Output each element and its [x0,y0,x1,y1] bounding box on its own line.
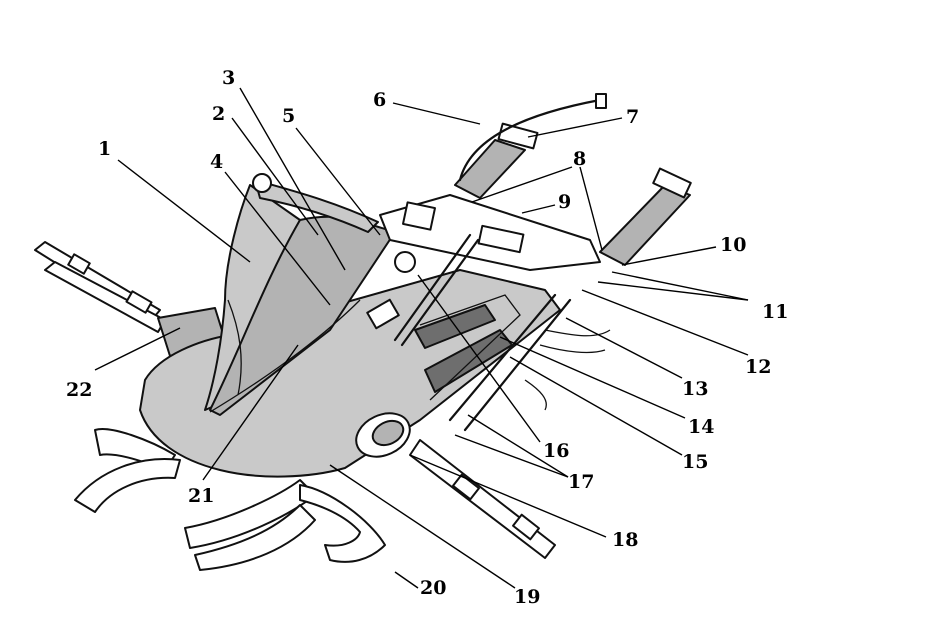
lower-right-strap [409,439,556,559]
strap-buckle-right-2 [512,513,540,541]
connector-10 [652,167,692,199]
harness-illustration [34,93,692,571]
leader-8b [579,166,603,251]
plate-9 [477,224,525,254]
cable-6 [458,98,602,182]
cable-end-6 [595,93,607,109]
leader-15 [509,356,683,456]
leader-10 [621,246,717,266]
callout-20: 20 [420,577,446,599]
callout-15: 15 [682,451,708,473]
leader-6 [392,102,481,125]
callout-3: 3 [222,67,235,89]
leader-13 [565,317,683,379]
callout-6: 6 [373,89,386,111]
leader-12 [581,289,749,356]
callout-17: 17 [568,471,594,493]
leader-17a [467,414,569,478]
leader-5 [295,127,381,236]
shoulder-strap-10 [599,184,691,266]
callout-10: 10 [720,234,746,256]
callout-14: 14 [688,416,714,438]
leader-lines [94,87,749,589]
leader-14 [499,336,686,419]
leader-11b [597,281,749,301]
connector-7 [497,122,539,150]
leader-18 [409,454,607,538]
leader-22 [94,327,181,371]
callout-1: 1 [98,138,111,160]
callout-12: 12 [745,356,771,378]
leader-21 [202,344,299,481]
leader-19 [329,464,516,589]
callout-4: 4 [210,151,223,173]
callout-9: 9 [558,191,571,213]
callout-13: 13 [682,378,708,400]
cable-channel-16b [400,238,480,347]
callout-16: 16 [543,440,569,462]
strap-buckle-left [67,253,91,275]
leader-4 [224,171,331,306]
channel-clip [366,298,400,330]
leader-7 [527,117,623,138]
pocket-frame [419,294,521,401]
eyelet-4 [252,173,272,193]
side-rail-12 [448,293,557,422]
leader-16 [417,274,541,443]
callout-11: 11 [762,301,788,323]
leader-3 [239,87,346,271]
eyelet-center [394,251,416,273]
left-leg-strap-lower [74,458,181,513]
leader-17b [454,434,569,478]
shoulder-strap-7 [454,139,526,199]
cable-channel-16 [393,233,472,342]
leader-1 [117,159,251,263]
callout-5: 5 [282,105,295,127]
side-fringe [524,329,611,411]
callout-18: 18 [612,529,638,551]
callout-7: 7 [626,106,639,128]
leader-11a [611,271,749,301]
strap-buckle-left-2 [125,290,153,314]
callout-8: 8 [573,148,586,170]
fold-line [209,299,361,413]
callout-2: 2 [212,103,225,125]
bottom-leg-strap-2 [194,504,316,571]
leader-8a [471,166,573,203]
plate-8 [402,201,436,231]
strap-buckle-right [452,473,480,501]
callout-labels: 1 2 3 4 5 6 7 8 9 10 11 12 13 14 15 16 1… [66,67,788,608]
side-rail-13 [463,298,572,432]
callout-22: 22 [66,379,92,401]
callout-19: 19 [514,586,540,608]
callout-21: 21 [188,485,214,507]
leader-2 [231,117,319,236]
handle-ring-inner [371,419,405,447]
leader-20 [394,571,419,589]
leg-loop-20 [299,484,386,563]
leader-9 [521,204,556,214]
upper-left-strap-2 [44,261,166,333]
